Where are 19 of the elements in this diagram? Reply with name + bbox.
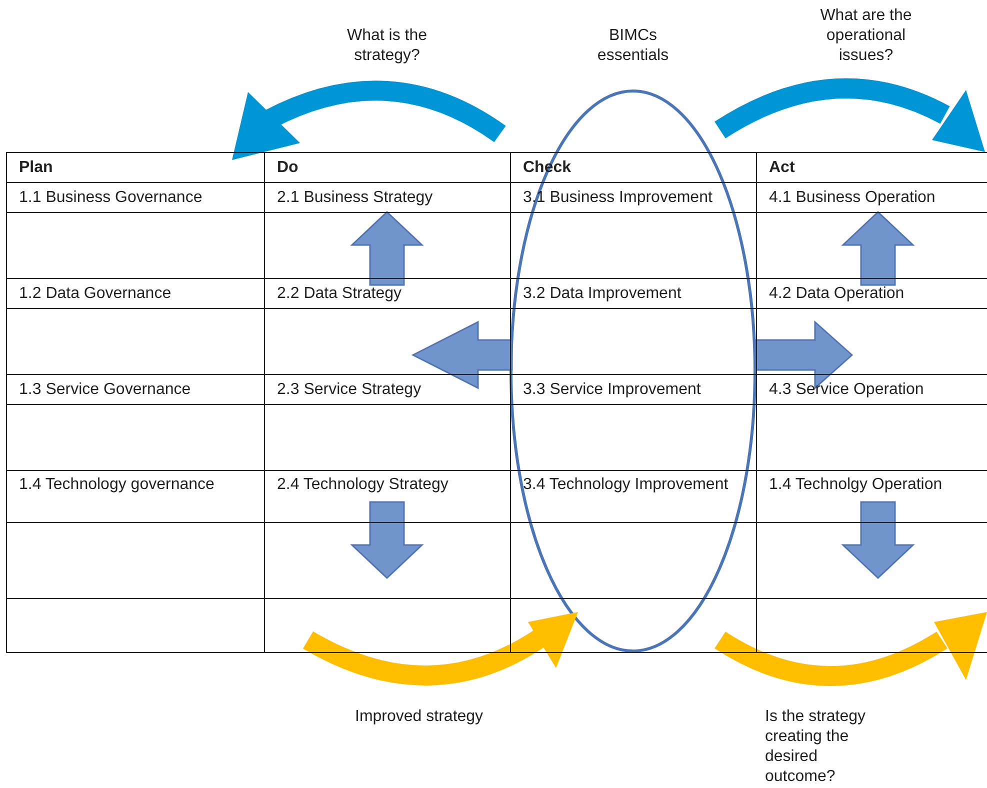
table-cell: 3.4 Technology Improvement	[510, 470, 756, 522]
table-cell: 1.2 Data Governance	[6, 278, 264, 308]
header-cell: Act	[756, 152, 987, 182]
table-cell: 2.3 Service Strategy	[264, 374, 510, 404]
header-cell: Do	[264, 152, 510, 182]
table-cell: 1.1 Business Governance	[6, 182, 264, 212]
header-cell: Plan	[6, 152, 264, 182]
annotation-text: What is the strategy?	[346, 26, 428, 66]
table-cell: 2.4 Technology Strategy	[264, 470, 510, 522]
table-cell: 3.2 Data Improvement	[510, 278, 756, 308]
table-cell: 3.3 Service Improvement	[510, 374, 756, 404]
annotation-text: What are the operational issues?	[819, 6, 913, 66]
table-cell: 1.4 Technology governance	[6, 470, 264, 522]
annotation-text: Improved strategy	[355, 707, 484, 727]
table-cell: 1.3 Service Governance	[6, 374, 264, 404]
annotation-text: BIMCs essentials	[596, 26, 670, 66]
table-cell: 2.1 Business Strategy	[264, 182, 510, 212]
annotation-text: Is the strategy creating the desired outcome?	[765, 707, 866, 787]
table-cell: 2.2 Data Strategy	[264, 278, 510, 308]
